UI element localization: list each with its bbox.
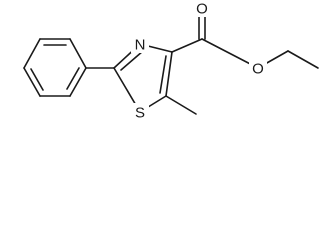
phenyl-bond-5 (23, 67, 41, 97)
phenyl-bond-3 (69, 67, 87, 97)
atom-carbonyl-oxygen-label: O (196, 1, 208, 18)
ethyl-bond (287, 50, 319, 69)
atom-ester-oxygen: O (249, 59, 267, 78)
phenyl-bond-2 (69, 38, 87, 69)
phenyl-bond-6 (23, 38, 41, 69)
atom-carbonyl-oxygen: O (193, 0, 211, 18)
atom-nitrogen-label: N (135, 37, 146, 54)
c4-c5-double-bond (159, 55, 167, 94)
atom-sulfur: S (131, 103, 149, 122)
atom-sulfur-label: S (135, 105, 145, 122)
c4-carbonyl-bond (171, 38, 203, 53)
c2-n3-double-bond (120, 50, 144, 71)
ester-group (171, 11, 319, 69)
methyl-bond (165, 95, 197, 115)
atom-nitrogen: N (131, 35, 149, 54)
c4-c5-bond (165, 51, 173, 97)
thiazole-ring (113, 43, 173, 113)
phenyl-double-bond-b (66, 67, 80, 90)
molecule-structure: N S O O (23, 0, 319, 122)
phenyl-ring (23, 38, 87, 97)
carbonyl-ester-oxygen-bond (201, 38, 259, 69)
atom-ester-oxygen-label: O (252, 61, 264, 78)
phenyl-double-bond-c (30, 68, 44, 91)
